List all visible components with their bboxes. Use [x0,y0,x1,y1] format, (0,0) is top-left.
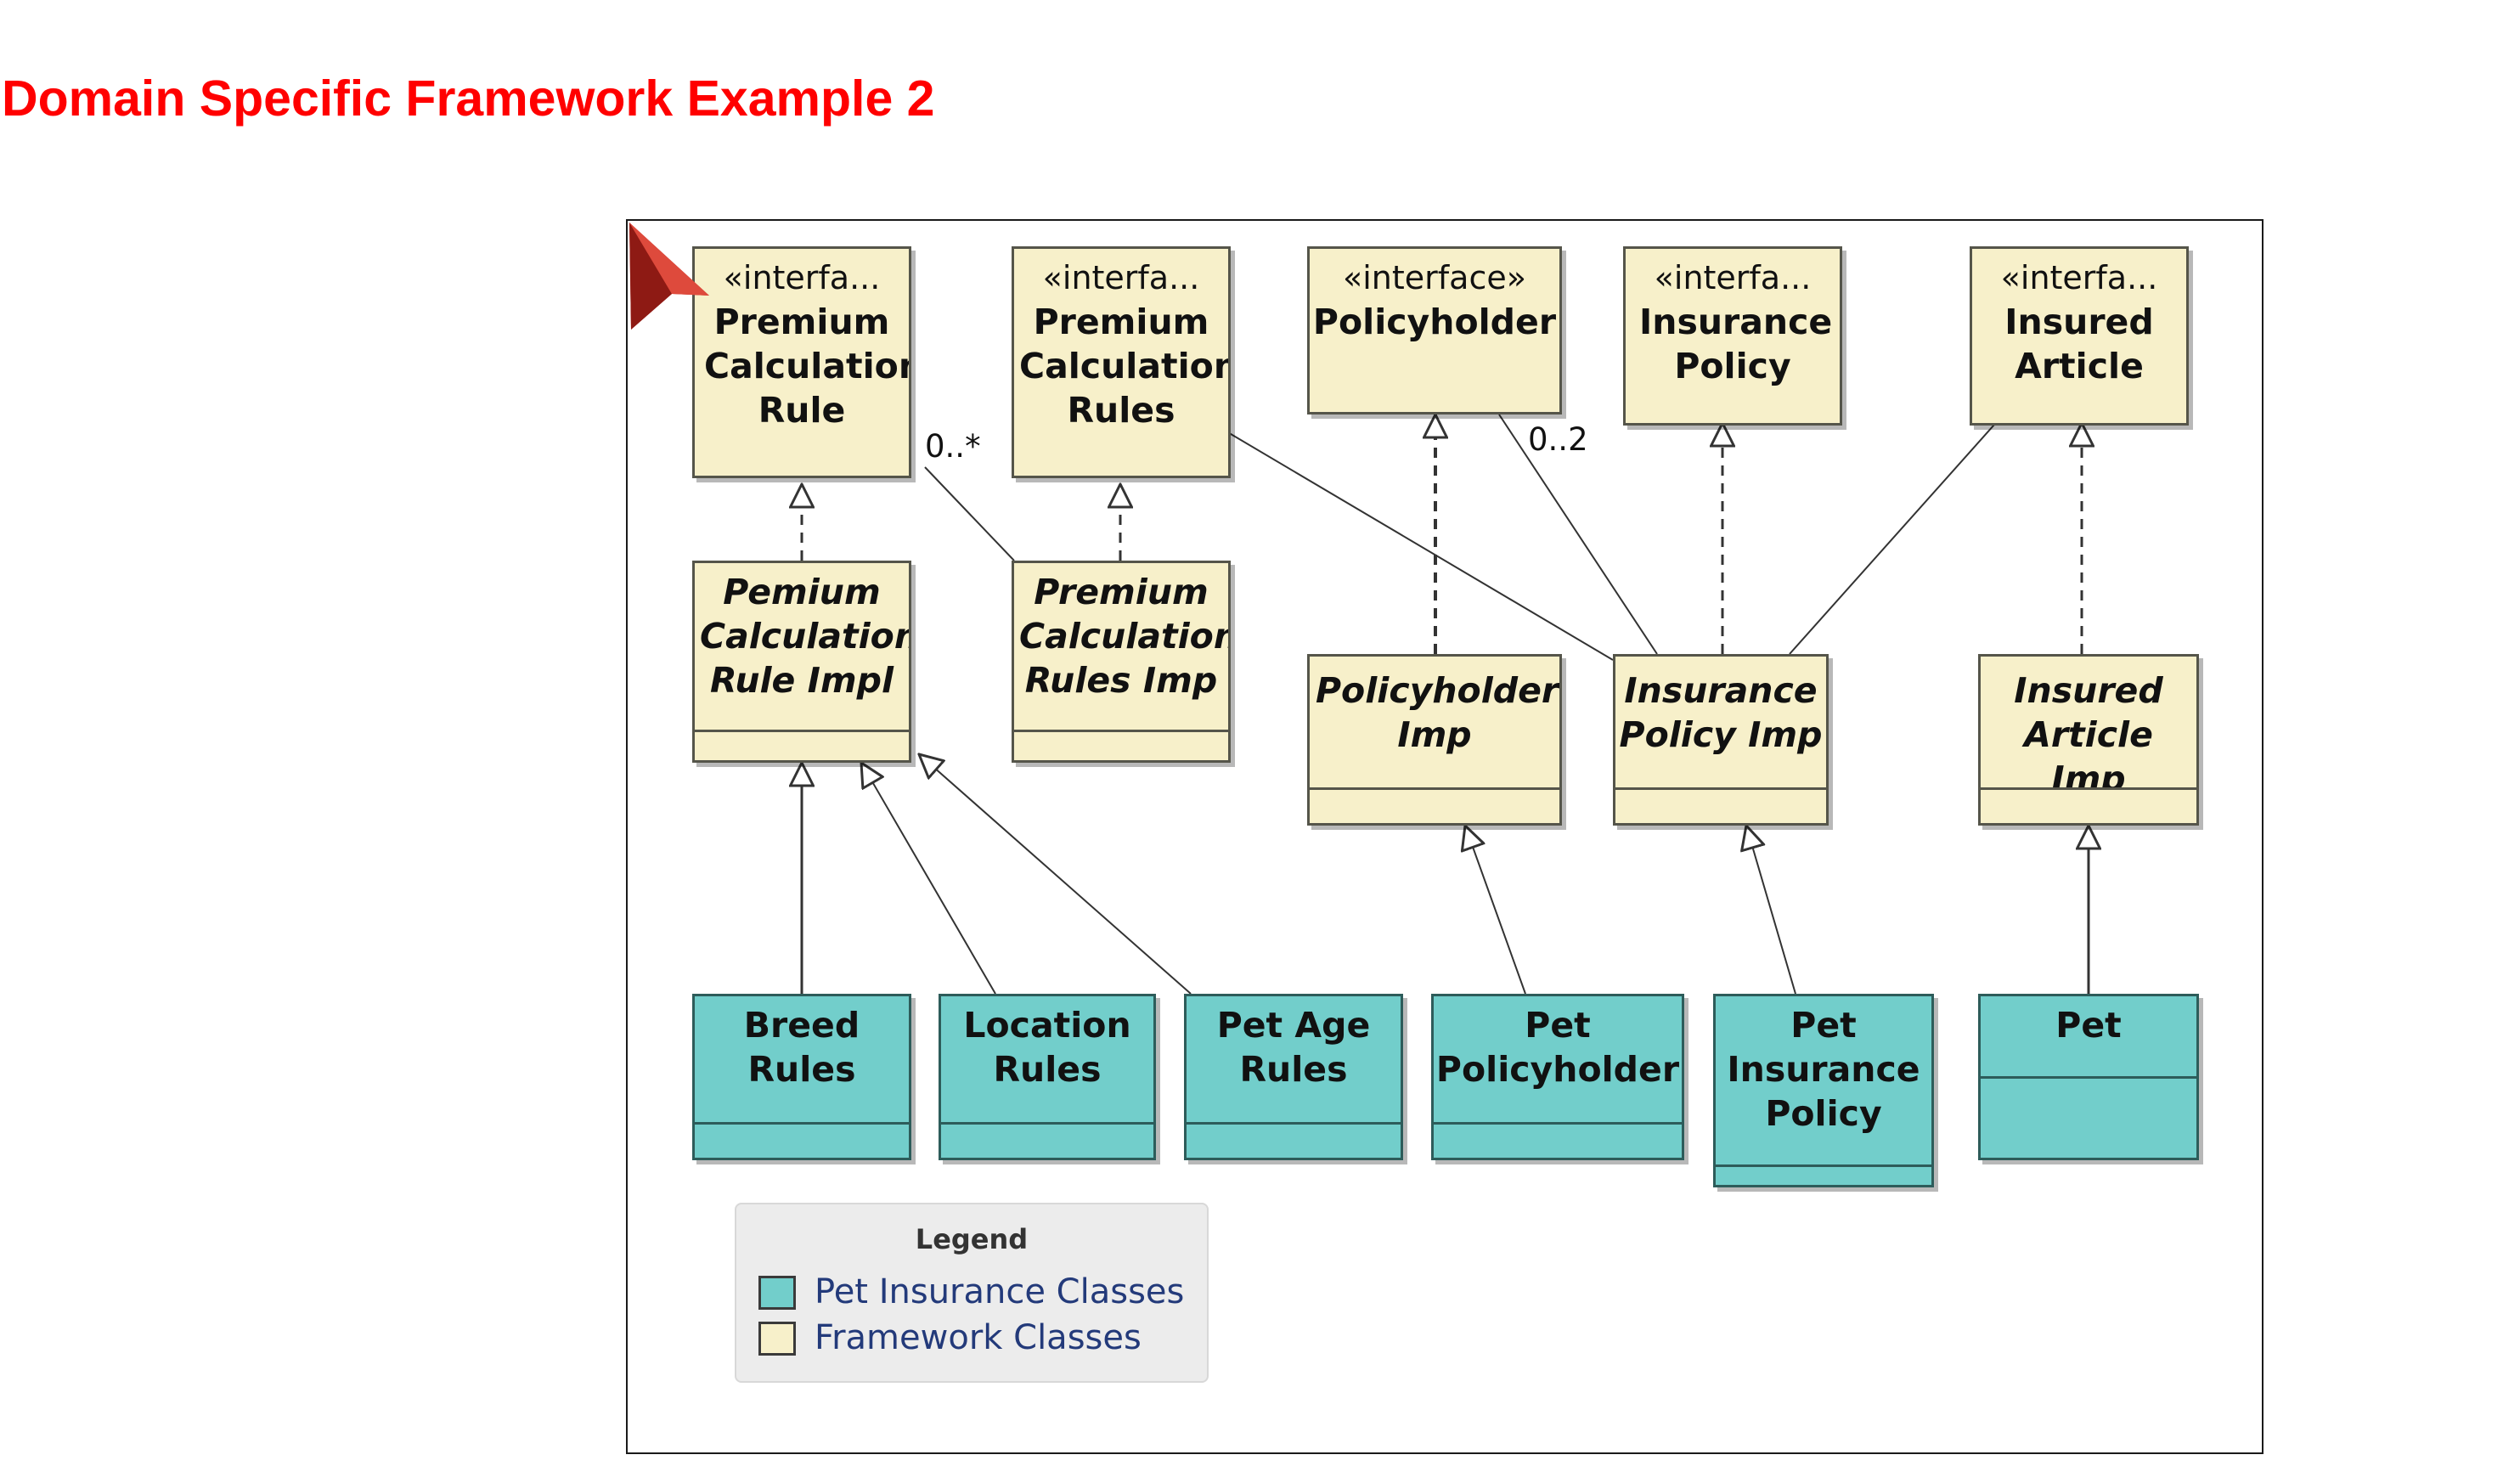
attributes-compartment [1434,1122,1682,1158]
gen-pet-age [919,754,1192,995]
connector-layer [628,221,2262,995]
class-name: Insurance Policy Imp [1619,670,1823,755]
attributes-compartment [1187,1122,1401,1158]
class-pet-insurance-policy[interactable]: Pet Insurance Policy [1713,994,1934,1187]
class-breed-rules[interactable]: Breed Rules [692,994,911,1160]
class-premium-calculation-rules[interactable]: «interfa... Premium Calculation Rules [1012,246,1231,478]
class-location-rules[interactable]: Location Rules [939,994,1156,1160]
attributes-compartment [1716,1164,1931,1185]
mouse-pointer-icon [629,223,709,330]
legend-swatch-framework [758,1322,796,1356]
class-name: Breed Rules [743,1005,860,1090]
stereotype-label: «interfa... [723,259,881,296]
class-pet-policyholder[interactable]: Pet Policyholder [1431,994,1684,1160]
class-name: Premium Calculation Rules Imp [1019,572,1228,701]
class-name: Location Rules [963,1005,1131,1090]
multiplicity-label: 0..2 [1528,421,1588,458]
class-insured-article[interactable]: «interfa... Insured Article [1970,246,2189,426]
class-policyholder[interactable]: «interface» Policyholder [1307,246,1562,414]
class-name: Pet Age Rules [1216,1005,1371,1090]
class-insurance-policy[interactable]: «interfa... Insurance Policy [1623,246,1842,426]
stereotype-label: «interfa... [2000,259,2158,296]
attributes-compartment [1310,787,1559,823]
class-insurance-policy-imp[interactable]: Insurance Policy Imp [1613,654,1829,826]
legend-title: Legend [915,1223,1029,1255]
class-name: Premium Calculation Rule [704,302,909,431]
class-insured-article-imp[interactable]: Insured Article Imp [1978,654,2199,826]
gen-location [861,763,996,995]
attributes-compartment [941,1122,1153,1158]
class-name: Policyholder Imp [1316,670,1559,755]
class-policyholder-imp[interactable]: Policyholder Imp [1307,654,1562,826]
class-name: Insured Article [2004,302,2154,386]
attributes-compartment [1981,787,2196,823]
class-name: Pemium Calculation Rule Impl [700,572,909,701]
class-name: Pet Policyholder [1435,1005,1680,1090]
legend-swatch-pet [758,1276,796,1310]
legend-label-pet: Pet Insurance Classes [815,1272,1185,1311]
gen-pet-insurance-policy [1746,826,1796,995]
diagram-frame: «interfa... Premium Calculation Rule «in… [626,219,2263,1454]
gen-pet-policyholder [1465,826,1526,995]
class-name: Pet [2055,1005,2122,1046]
class-name: Insurance Policy [1639,302,1833,386]
stereotype-label: «interface» [1343,259,1526,296]
class-premium-calculation-rules-imp[interactable]: Premium Calculation Rules Imp [1012,561,1231,763]
class-pet[interactable]: Pet [1978,994,2199,1160]
assoc-rule-to-rules-imp [924,466,1015,561]
legend: Legend Pet Insurance Classes Framework C… [735,1203,1209,1383]
assoc-insured-article-to-policy-imp [1789,424,1995,655]
assoc-policyholder-to-policy-imp [1498,414,1658,655]
attributes-compartment [1981,1076,2196,1158]
attributes-compartment [695,730,909,760]
class-name: Insured Article Imp [2014,670,2163,787]
attributes-compartment [1615,787,1826,823]
stereotype-label: «interfa... [1654,259,1812,296]
assoc-rules-to-policy-imp [1226,431,1614,661]
class-pemium-calculation-rule-impl[interactable]: Pemium Calculation Rule Impl [692,561,911,763]
attributes-compartment [1014,730,1228,760]
multiplicity-label: 0..* [925,428,981,465]
stereotype-label: «interfa... [1042,259,1200,296]
class-premium-calculation-rule[interactable]: «interfa... Premium Calculation Rule [692,246,911,478]
class-name: Pet Insurance Policy [1727,1005,1920,1134]
class-pet-age-rules[interactable]: Pet Age Rules [1184,994,1403,1160]
legend-label-framework: Framework Classes [815,1318,1142,1357]
attributes-compartment [695,1122,909,1158]
class-name: Premium Calculation Rules [1019,302,1228,431]
slide-title: Domain Specific Framework Example 2 [2,70,935,127]
class-name: Policyholder [1312,302,1557,342]
